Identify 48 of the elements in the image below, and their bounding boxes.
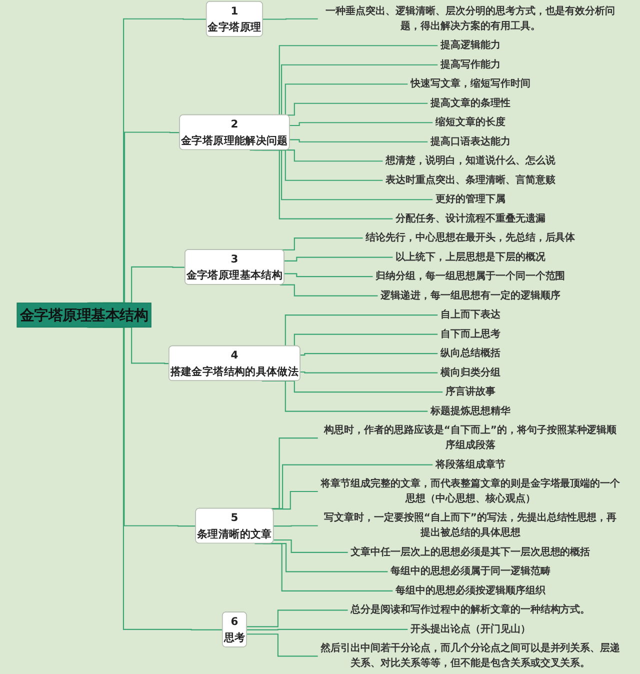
- node-text: 提高口语表达能力: [430, 136, 510, 148]
- node-text: 序言讲故事: [445, 386, 496, 398]
- connector: [280, 238, 363, 250]
- connector: [254, 543, 393, 592]
- node-text: 将段落组成章节: [435, 458, 506, 470]
- connector: [284, 273, 373, 278]
- connector: [300, 353, 438, 356]
- connector: [246, 628, 408, 630]
- connector: [250, 150, 393, 220]
- node-text: 文章中任一层次上的思想必须是其下一层次思想的概括: [350, 546, 590, 558]
- connector: [246, 634, 318, 657]
- connector: [274, 540, 348, 553]
- node-text: 缩短文章的长度: [435, 116, 506, 128]
- connector: [284, 256, 393, 262]
- connector: [272, 490, 318, 510]
- connector: [300, 371, 438, 374]
- node-text: 以上统下，上层思想是下层的概况: [396, 251, 546, 263]
- connector: [262, 18, 318, 20]
- node-text: 构思时，作者的思路应该是“自下而上”的，将句子按照某种逻辑顺序组成段落: [324, 424, 617, 451]
- node-text: 一种垂点突出、逻辑清晰、层次分明的思考方式，也是有效分析问题，得出解决方案的有用工具。: [326, 5, 616, 32]
- connector: [274, 525, 318, 527]
- connector: [290, 139, 428, 142]
- connector: [246, 610, 348, 628]
- node-text: 提高逻辑能力: [440, 40, 500, 51]
- node-text: 提高文章的条理性: [430, 97, 510, 109]
- node-text: 写文章时，一定要按照“自上而下”的写法，先提出总结性思想，再提出被总结的具体思想: [324, 512, 617, 539]
- node-box: 金字塔原理基本结构: [16, 302, 152, 328]
- node-text: 每组中的思想必须按逻辑顺序组织: [396, 584, 546, 596]
- node-text: 提高写作能力: [440, 58, 500, 70]
- node-text: 自上而下表达: [440, 309, 500, 320]
- node-text: 横向归类分组: [440, 366, 500, 378]
- node-text: 想清楚，说明白，知道说什么、怎么说: [386, 155, 556, 166]
- node-text: 将章节组成完整的文章，而代表整篇文章的则是金字塔最顶端的一个思想（中心思想、核心观点）: [320, 478, 620, 504]
- connector: [290, 122, 433, 126]
- node-text: 结论先行，中心思想在最开头，先总结，后具体: [366, 232, 576, 244]
- node-text: 逻辑递进，每一组思想有一定的逻辑顺序: [380, 290, 560, 302]
- node-text: 分配任务、设计流程不重叠无遗漏: [396, 212, 546, 224]
- node-text: 然后引出中间若干分论点，而几个分论点之间可以是并列关系、层递关系、对比关系等等，但不能是包含关系或交叉关系。: [320, 642, 620, 670]
- node-text: 标题提炼思想精华: [430, 405, 510, 417]
- node-text: 每组中的思想必须属于同一逻辑范畴: [390, 566, 550, 578]
- node-text: 表达时重点突出、条理清晰、言简意赅: [386, 174, 556, 186]
- node-text: 总分是阅读和写作过程中的解析文章的一种结构方式。: [350, 604, 590, 616]
- node-text: 更好的管理下属: [435, 194, 506, 205]
- connector: [280, 284, 378, 296]
- node-text: 归纳分组，每一组思想属于一个同一个范围: [376, 270, 566, 282]
- node-text: 开头提出论点（开门见山）: [410, 623, 530, 635]
- node-text: 自下而上思考: [440, 328, 500, 340]
- node-text: 纵向总结概括: [440, 348, 500, 359]
